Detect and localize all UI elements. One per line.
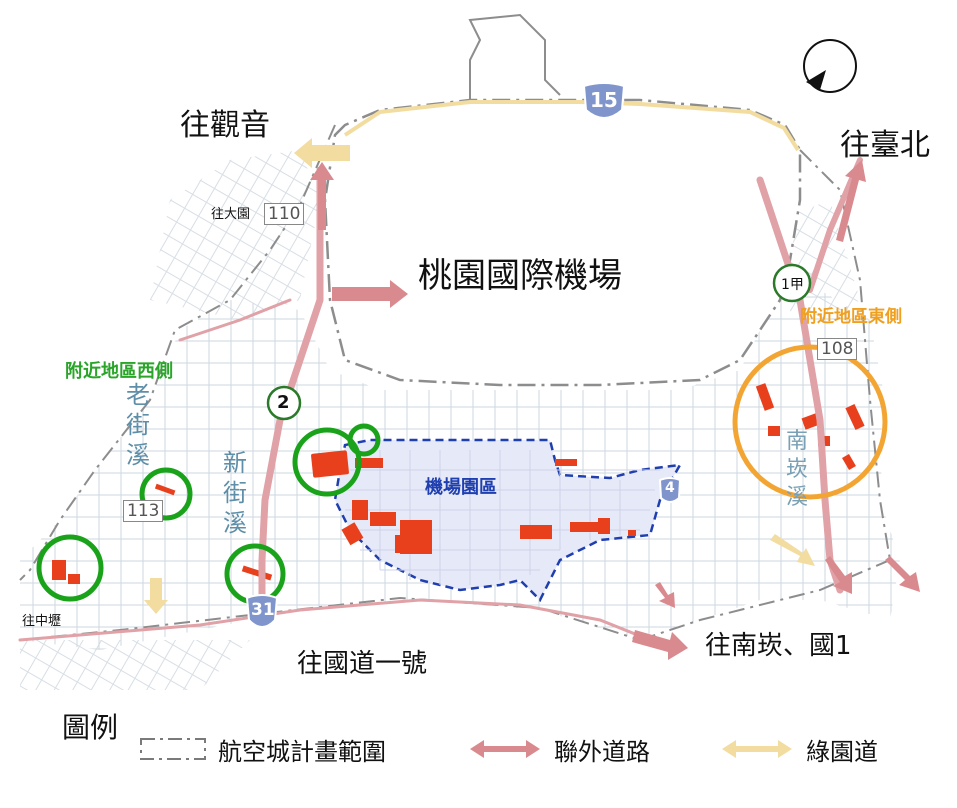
east-area-circle [732,344,888,500]
west-area-circles [36,423,381,605]
road-arrows [310,160,920,660]
arrow-nankan [632,630,688,660]
west-circle-2 [139,467,193,521]
label-nankan-stream: 南崁溪 [785,429,808,510]
boundary-legend-icon [140,738,206,760]
prov31-label: 31 [251,600,275,620]
plan-boundary [323,98,802,387]
legend-roads-label: 聯外道路 [554,737,650,766]
label-to-taipei: 往臺北 [840,128,930,163]
airport-title: 桃園國際機場 [418,256,622,296]
county108-badge: 108 [817,338,858,360]
greenway-arrows [144,138,815,614]
prov4-shield [658,477,682,503]
label-to-dayuan: 往大園 [211,207,251,222]
arrow-north-west [310,162,334,230]
arrow-south3 [655,582,675,608]
legend: 圖例 航空城計畫範圍 聯外道路 綠園道 [0,700,957,808]
legend-greenway-label: 綠園道 [806,737,878,766]
fwy15-shield [582,82,626,119]
label-to-freeway1: 往國道一號 [297,649,428,679]
county113-badge: 113 [123,500,164,522]
greenway-arrow-south [144,578,168,614]
prov2-shield [266,385,302,421]
arrow-south2 [885,556,920,592]
label-to-zhongli: 往中壢 [22,614,62,629]
west-circle-5 [347,423,381,457]
airport-park-area [333,438,683,603]
north-arrow-icon [803,39,857,93]
arrow-taipei [836,160,866,242]
prov31-shield [245,594,279,628]
double-arrow-icon [470,740,540,758]
legend-item-roads: 聯外道路 [468,732,650,766]
arrow-south1 [825,556,852,594]
prov1a-shield [772,263,812,303]
label-west-area: 附近地區西側 [65,361,173,382]
prov1a-label: 1甲 [781,277,804,293]
prov4-label: 4 [665,480,675,496]
prov2-label: 2 [277,392,290,413]
greenway-arrow-guanyin [294,138,350,168]
label-east-area: 附近地區東側 [800,307,902,327]
label-to-guanyin: 往觀音 [180,108,270,143]
west-circle-4 [292,427,362,497]
label-airport-park: 機場園區 [425,477,497,498]
greenway-arrow-east [770,534,815,566]
west-circle-1 [36,534,104,602]
label-to-nankan: 往南崁、國1 [705,631,852,661]
label-lao-stream: 老街溪 [126,381,150,469]
arrow-airport [332,280,408,308]
arterial-roads [18,157,863,642]
legend-item-greenway: 綠園道 [720,732,878,766]
greenway-arrow-icon [722,740,792,758]
county110-badge: 110 [264,203,305,225]
legend-boundary-label: 航空城計畫範圍 [218,737,386,766]
park-grid [345,450,660,585]
legend-title: 圖例 [62,711,119,744]
fwy15-label: 15 [590,88,618,112]
legend-item-boundary: 航空城計畫範圍 [140,732,386,766]
label-xin-stream: 新街溪 [223,449,247,537]
